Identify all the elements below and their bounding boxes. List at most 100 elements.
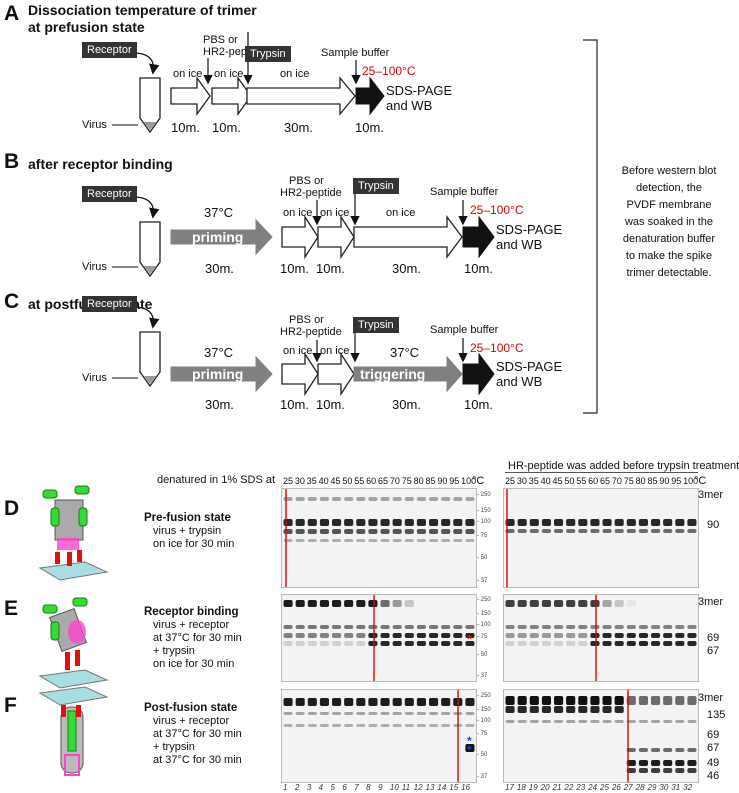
blot-band: [368, 497, 378, 501]
panel-f-line4: at 37°C for 30 min: [153, 754, 242, 766]
blot-band: [638, 641, 648, 646]
blot-band: [307, 724, 317, 727]
blue-asterisks: **: [467, 734, 472, 757]
red-asterisk: *: [467, 632, 472, 646]
blot-band: [529, 600, 539, 607]
blot-band: [283, 698, 293, 706]
blot-band: [429, 539, 439, 542]
blot-band: [283, 724, 293, 727]
trypsin-box-c: Trypsin: [353, 317, 399, 333]
receptor-box-c: Receptor: [82, 296, 137, 312]
blot-band: [295, 519, 305, 526]
blot-band: [295, 712, 305, 715]
blot-band: [332, 712, 342, 715]
blot-band: [675, 720, 685, 723]
receptor-bound-spike-illustration: [38, 597, 109, 689]
blot-band: [638, 760, 648, 766]
blot-band: [505, 633, 515, 638]
panel-letter-d: D: [4, 497, 20, 520]
blot-band: [529, 706, 539, 713]
blot-band: [465, 539, 475, 542]
blot-band: [505, 600, 515, 607]
virus-label-a: Virus: [82, 119, 107, 131]
temp-label: 45: [552, 476, 563, 486]
blot-band: [651, 633, 661, 638]
on-ice-a3: on ice: [280, 68, 310, 80]
blot-band: [687, 720, 697, 723]
blot-band: [368, 724, 378, 727]
panel-d-conditions: Pre-fusion state virus + trypsin on ice …: [144, 512, 234, 551]
lane-number: 14: [437, 783, 447, 792]
temp-label: 30: [294, 476, 305, 486]
blot-band: [638, 633, 648, 638]
blot-band: [356, 625, 366, 629]
blot-band: [541, 519, 551, 526]
panel-e-line2: at 37°C for 30 min: [153, 632, 242, 644]
blot-band: [465, 633, 475, 638]
temp-label: 45: [330, 476, 341, 486]
blot-band: [517, 706, 527, 713]
blot-band: [392, 600, 402, 607]
blot-band: [404, 698, 414, 706]
blot-band: [517, 529, 527, 533]
blot-band: [554, 519, 564, 526]
lane-number: 11: [401, 783, 411, 792]
blot-band: [651, 768, 661, 773]
time-c5: 10m.: [464, 397, 493, 412]
blot-band: [368, 712, 378, 715]
band-3mer-d: 3mer: [698, 489, 724, 501]
blot-band: [332, 519, 342, 526]
blot-band: [380, 633, 390, 638]
blot-band: [505, 529, 515, 533]
mw-marker: - 100: [477, 718, 491, 725]
blot-band: [307, 641, 317, 646]
blot-band: [663, 768, 673, 773]
blot-band: [416, 539, 426, 542]
blot-band: [453, 497, 463, 501]
blot-band: [663, 519, 673, 526]
blot-band: [307, 625, 317, 629]
blot-band: [416, 633, 426, 638]
blot-band: [529, 720, 539, 723]
blot-band: [295, 600, 305, 607]
blot-band: [626, 529, 636, 533]
band-46-f: 46: [707, 770, 720, 782]
blot-band: [638, 720, 648, 723]
blot-band: [356, 633, 366, 638]
mw-ladder-d: - 250- 150- 100- 75- 50- 37: [477, 488, 499, 586]
sds-page-c2: and WB: [496, 374, 543, 389]
blot-band: [578, 529, 588, 533]
mw-marker: - 50: [477, 652, 488, 659]
lane-number: 31: [671, 783, 681, 792]
blot-band: [332, 625, 342, 629]
temp-label: 55: [576, 476, 587, 486]
blot-band: [319, 724, 329, 727]
blot-band: [453, 529, 463, 534]
lane-number: 10: [389, 783, 399, 792]
blot-band: [441, 712, 451, 715]
sds-page-a2: and WB: [386, 98, 433, 113]
blot-band: [541, 633, 551, 638]
blot-band: [380, 519, 390, 526]
blot-f-right: [503, 689, 699, 783]
blot-e-right: [503, 594, 699, 682]
blot-band: [380, 625, 390, 629]
blot-band: [602, 529, 612, 533]
pbs-label-b1: PBS or: [289, 175, 324, 187]
lane-number: 22: [564, 783, 574, 792]
blot-band: [578, 625, 588, 629]
blot-band: [344, 519, 354, 526]
priming-label-c: priming: [192, 366, 244, 382]
blot-band: [380, 600, 390, 607]
temp-label: 80: [635, 476, 646, 486]
blot-band: [368, 519, 378, 526]
blot-band: [295, 633, 305, 638]
lane-number: 12: [413, 783, 423, 792]
right-blot-header: HR-peptide was added before trypsin trea…: [508, 460, 739, 472]
blot-band: [295, 529, 305, 534]
sample-buffer-a: Sample buffer: [321, 47, 390, 59]
blot-band: [614, 696, 624, 705]
blot-band: [368, 698, 378, 706]
side-note-line: detection, the: [635, 182, 703, 194]
blot-band: [380, 724, 390, 727]
